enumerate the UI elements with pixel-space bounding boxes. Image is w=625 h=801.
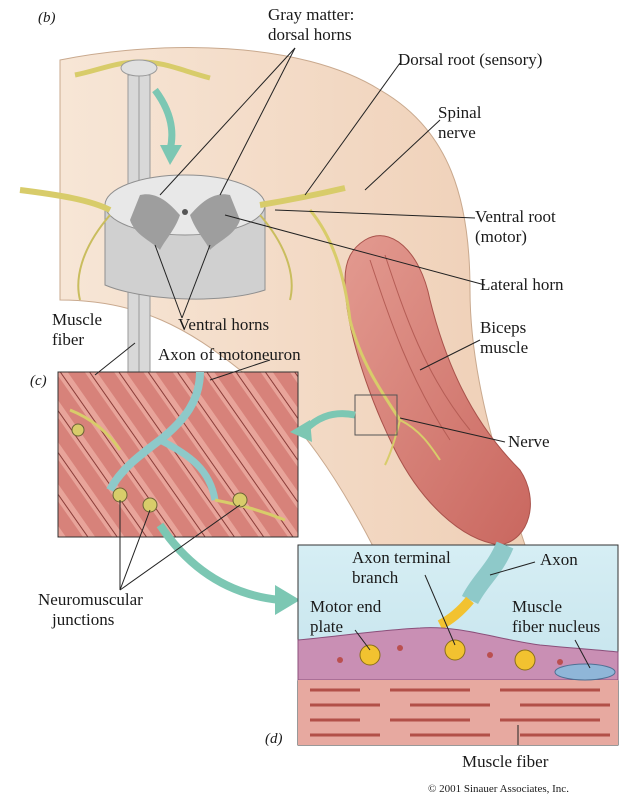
label-motor-end-plate-1: Motor end <box>310 597 382 616</box>
label-nmj-1: Neuromuscular <box>38 590 143 609</box>
label-motor-end-plate-2: plate <box>310 617 343 636</box>
panel-d-label: (d) <box>265 731 283 747</box>
label-biceps-2: muscle <box>480 338 528 357</box>
label-muscle-fiber-top-2: fiber <box>52 330 84 349</box>
label-axon-terminal-2: branch <box>352 568 399 587</box>
muscle-fiber-inset <box>58 372 298 537</box>
label-biceps-1: Biceps <box>480 318 526 337</box>
label-axon-terminal-1: Axon terminal <box>352 548 451 567</box>
zoom-arrow-to-synapse <box>160 525 300 615</box>
label-axon-motoneuron: Axon of motoneuron <box>158 345 301 364</box>
label-muscle-nucleus-1: Muscle <box>512 597 562 616</box>
label-nerve: Nerve <box>508 432 550 451</box>
label-ventral-horns: Ventral horns <box>178 315 269 334</box>
muscle-fiber-nucleus <box>555 664 615 680</box>
label-muscle-fiber-bottom: Muscle fiber <box>462 752 549 771</box>
label-muscle-nucleus-2: fiber nucleus <box>512 617 600 636</box>
label-lateral-horn: Lateral horn <box>480 275 564 294</box>
synapse-panel <box>298 545 618 745</box>
label-nmj-2: junctions <box>51 610 114 629</box>
label-axon: Axon <box>540 550 578 569</box>
label-gray-matter-1: Gray matter: <box>268 5 354 24</box>
label-spinal-nerve-2: nerve <box>438 123 476 142</box>
copyright-notice: © 2001 Sinauer Associates, Inc. <box>428 783 569 795</box>
label-dorsal-root: Dorsal root (sensory) <box>398 50 542 69</box>
label-spinal-nerve-1: Spinal <box>438 103 482 122</box>
label-ventral-root-1: Ventral root <box>475 207 556 226</box>
panel-c-label: (c) <box>30 373 47 389</box>
label-gray-matter-2: dorsal horns <box>268 25 352 44</box>
label-muscle-fiber-top-1: Muscle <box>52 310 102 329</box>
label-ventral-root-2: (motor) <box>475 227 527 246</box>
panel-b-label: (b) <box>38 10 56 26</box>
